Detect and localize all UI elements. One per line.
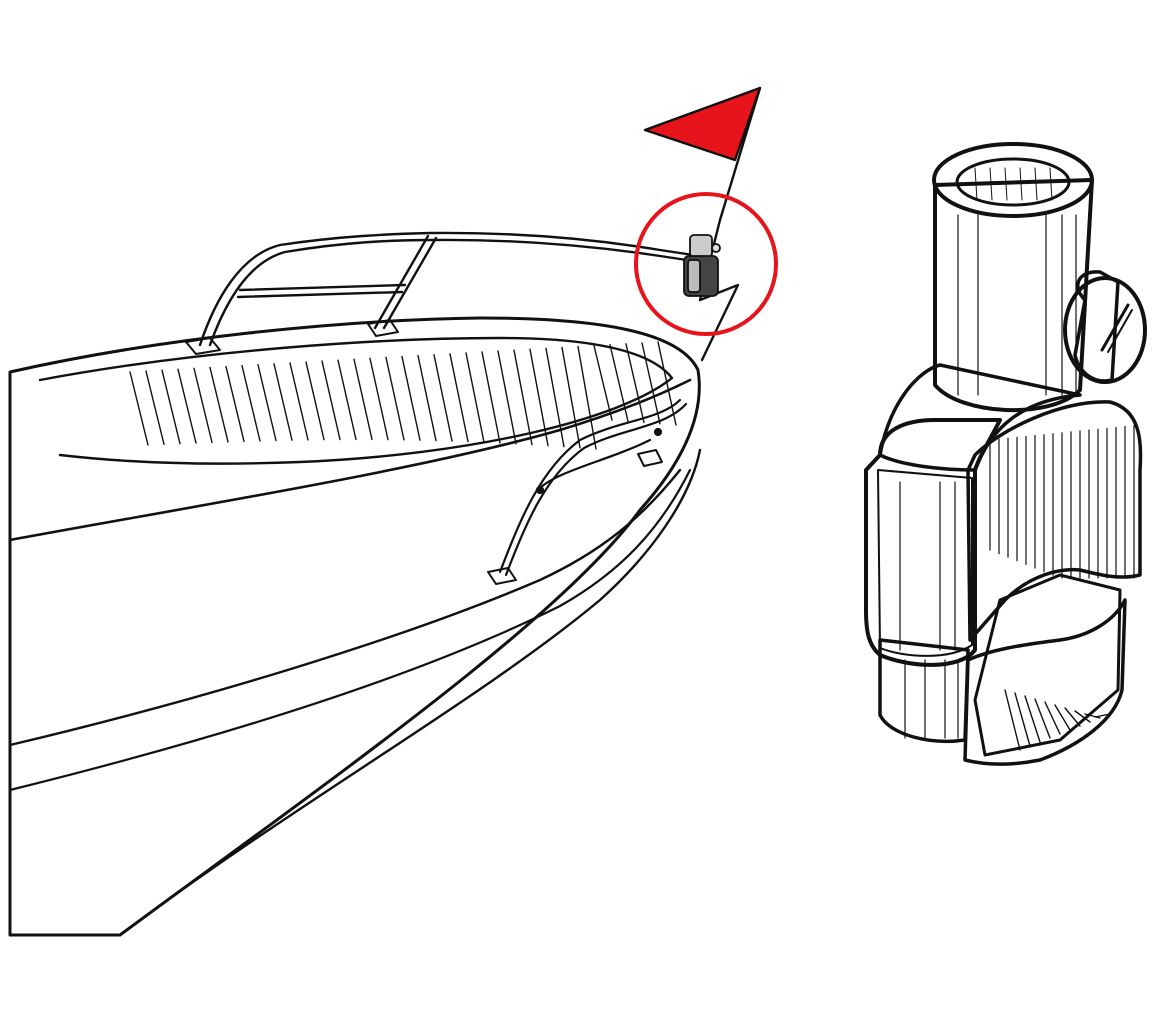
- tightening-knob: [1063, 270, 1147, 384]
- socket-tube-ribs: [957, 214, 1077, 396]
- rail-base-left: [185, 337, 221, 355]
- lower-tube-ribs: [904, 659, 959, 739]
- pulpit-base-plate: [487, 567, 517, 585]
- rub-rail-line-2: [8, 468, 692, 792]
- clamp-socket-tube: [933, 178, 1094, 413]
- clamp-lower-tube: [878, 638, 970, 743]
- bow-pulpit-loop: [498, 398, 688, 577]
- clamp-lower-jaw: [963, 598, 1127, 766]
- bow-rail: [198, 231, 702, 347]
- rub-rail-line-1: [8, 468, 682, 747]
- keel-line: [118, 448, 702, 937]
- front-block-face: [877, 469, 973, 657]
- clamp-shoulder: [878, 363, 1082, 472]
- highlight-circle-icon: [634, 192, 778, 336]
- clamp-front-block: [864, 418, 1002, 667]
- rail-base-right: [367, 319, 399, 337]
- deck-edge: [38, 336, 674, 465]
- side-ribs: [989, 425, 1135, 579]
- socket-interior-lines: [974, 167, 1053, 201]
- stanchion-base-plate: [637, 449, 663, 467]
- flag-pole-assembly: [634, 86, 778, 362]
- front-block-ribs: [899, 481, 956, 651]
- boat-hull: [8, 316, 701, 937]
- red-pennant-flag-icon: [643, 86, 762, 162]
- lower-jaw-ribs: [1004, 689, 1111, 751]
- socket-opening-rim: [932, 142, 1094, 218]
- clamp-side-body: [966, 400, 1143, 642]
- socket-opening: [955, 157, 1071, 207]
- sheer-line: [8, 378, 692, 542]
- deck-hatching: [129, 341, 677, 450]
- rail-mount-flag-clamp-icon: [864, 142, 1147, 766]
- boat-bow: [8, 231, 702, 937]
- rail-clamp-small: [683, 234, 721, 297]
